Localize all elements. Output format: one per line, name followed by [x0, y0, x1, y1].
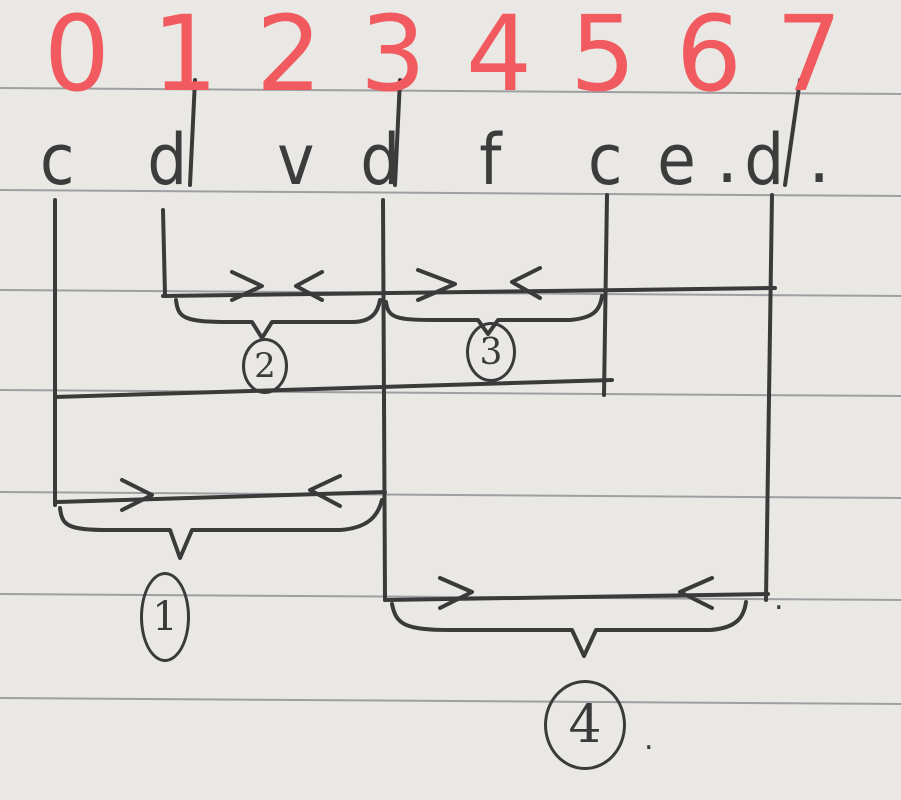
stem-d1 [161, 208, 167, 297]
ink-strokes [53, 78, 802, 658]
merge-line-4 [383, 592, 770, 602]
letter-5: c [587, 119, 623, 201]
label-4-dot: . [644, 722, 654, 757]
letter-2: v [277, 119, 315, 201]
merge-line-top [161, 286, 777, 298]
brace-4-dot: . [774, 582, 784, 617]
group-label-1: 1 [140, 572, 190, 662]
letter-3: d [360, 119, 401, 201]
stem-d7 [764, 193, 774, 602]
index-0: 0 [43, 0, 111, 115]
trailing-dot: . [808, 117, 831, 199]
index-5: 5 [569, 0, 637, 115]
group-label-2: 2 [242, 338, 288, 394]
stem-d3 [381, 198, 387, 602]
letter-separator-dot: . [716, 117, 739, 199]
merge-line-1 [55, 490, 387, 504]
index-4: 4 [465, 0, 533, 115]
brace-2 [174, 298, 382, 340]
brace-4 [390, 600, 748, 658]
index-3: 3 [359, 0, 427, 115]
index-6: 6 [675, 0, 743, 115]
merge-line-mid [53, 378, 614, 399]
letter-6: e [657, 119, 696, 201]
letter-7: d [744, 119, 785, 201]
group-label-3: 3 [466, 322, 516, 382]
letter-1: d [147, 119, 188, 201]
stem-c5 [602, 193, 609, 397]
brace-1 [58, 498, 384, 560]
group-label-4: 4 [544, 680, 626, 770]
letter-0: c [39, 119, 75, 201]
index-1: 1 [151, 0, 219, 115]
index-2: 2 [255, 0, 323, 115]
letter-4: f [479, 119, 502, 201]
index-7: 7 [775, 0, 843, 115]
